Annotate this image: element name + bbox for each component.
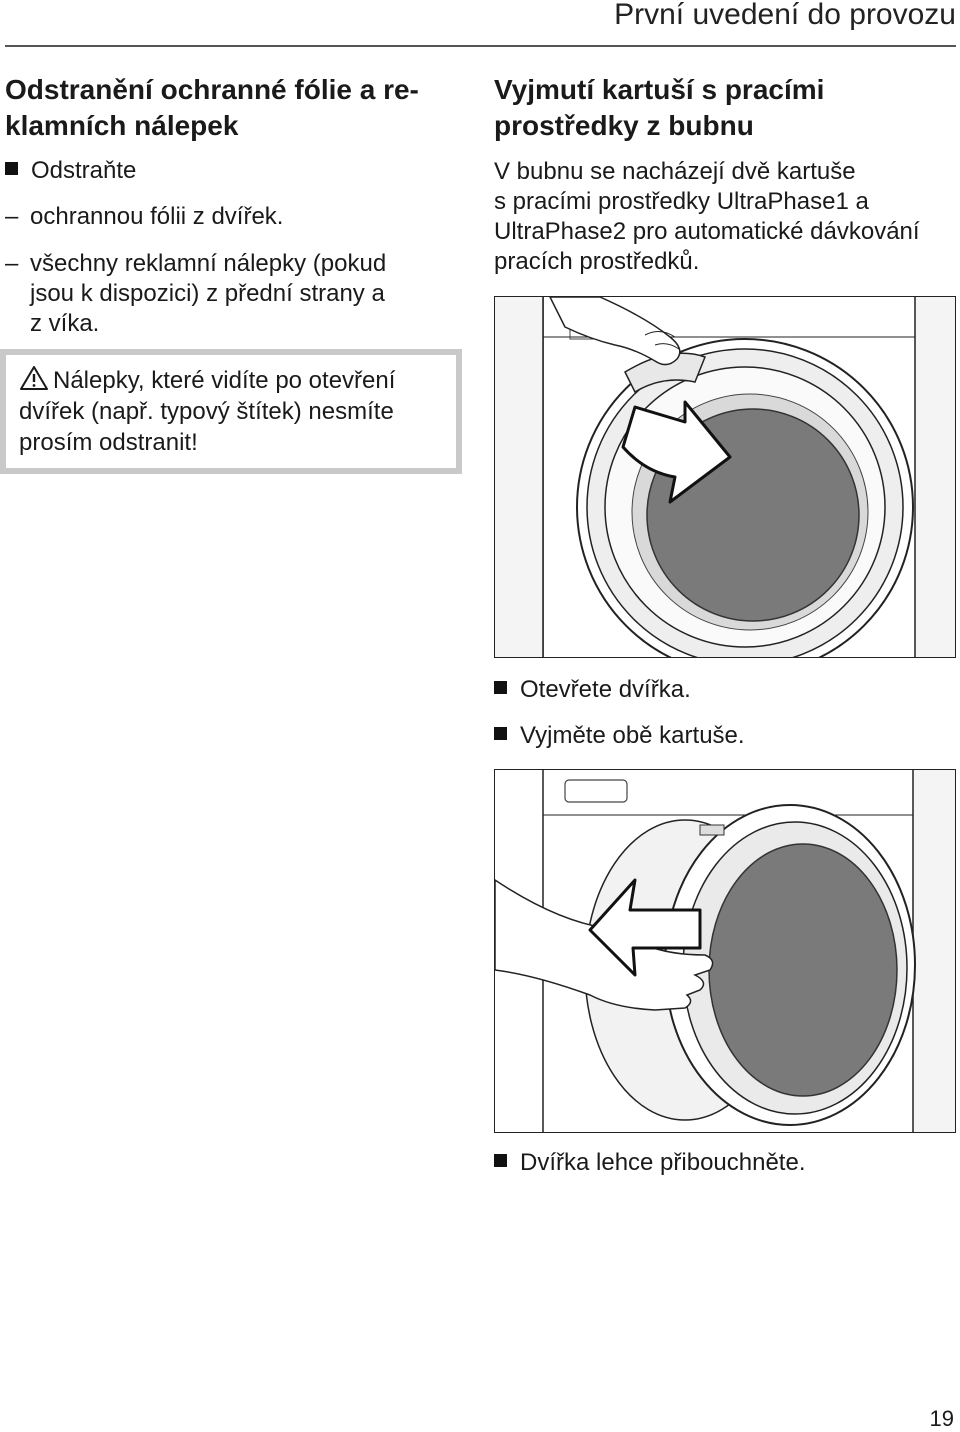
warning-box: Nálepky, které vidíte po otevření dvířek… bbox=[0, 349, 462, 474]
bullet-item-remove: Odstraňte bbox=[5, 156, 136, 186]
dash-text: ochrannou fólii z dvířek. bbox=[30, 203, 284, 230]
heading-line: Odstranění ochranné fólie a re- bbox=[5, 74, 419, 105]
warning-text: Nálepky, které vidíte po otevření dvířek… bbox=[19, 365, 395, 458]
bullet-text: Odstraňte bbox=[31, 157, 137, 184]
heading-line: klamních nálepek bbox=[5, 110, 239, 141]
dash-text: jsou k dispozici) z přední strany a bbox=[30, 280, 385, 307]
step-open-door: Otevřete dvířka. bbox=[494, 675, 691, 705]
page-header-title: První uvedení do provozu bbox=[614, 0, 956, 31]
page-number: 19 bbox=[929, 1406, 954, 1431]
step-text: Otevřete dvířka. bbox=[520, 676, 691, 703]
header-rule bbox=[5, 45, 956, 47]
warning-triangle-icon bbox=[20, 366, 48, 390]
illustration-close-door bbox=[494, 769, 956, 1133]
step-text: Dvířka lehce přibouchněte. bbox=[520, 1149, 806, 1176]
step-close-door: Dvířka lehce přibouchněte. bbox=[494, 1148, 806, 1178]
square-bullet-icon bbox=[494, 681, 507, 694]
step-remove-cartridges: Vyjměte obě kartuše. bbox=[494, 721, 745, 751]
square-bullet-icon bbox=[494, 1154, 507, 1167]
dash-text: z víka. bbox=[30, 310, 100, 337]
paragraph-line: s pracími prostředky UltraPhase1 a bbox=[494, 188, 869, 215]
warning-line: dvířek (např. typový štítek) nesmíte bbox=[19, 398, 394, 425]
illustration-open-door bbox=[494, 296, 956, 658]
heading-line: prostředky z bubnu bbox=[494, 110, 754, 141]
section-heading-remove-cartridges: Vyjmutí kartuší s pracími prostředky z b… bbox=[494, 72, 824, 144]
paragraph-line: V bubnu se nacházejí dvě kartuše bbox=[494, 158, 856, 185]
dash-text: všechny reklamní nálepky (pokud bbox=[30, 250, 387, 277]
paragraph-line: UltraPhase2 pro automatické dávkování bbox=[494, 218, 920, 245]
dash-symbol: – bbox=[5, 203, 19, 230]
warning-line: prosím odstranit! bbox=[19, 429, 198, 456]
heading-line: Vyjmutí kartuší s pracími bbox=[494, 74, 825, 105]
section-heading-remove-film: Odstranění ochranné fólie a re- klamních… bbox=[5, 72, 419, 144]
step-text: Vyjměte obě kartuše. bbox=[520, 722, 745, 749]
intro-paragraph: V bubnu se nacházejí dvě kartuše s prací… bbox=[494, 157, 920, 277]
square-bullet-icon bbox=[494, 727, 507, 740]
warning-line: Nálepky, které vidíte po otevření bbox=[53, 367, 396, 394]
square-bullet-icon bbox=[5, 162, 18, 175]
paragraph-line: pracích prostředků. bbox=[494, 248, 700, 275]
dash-symbol: – bbox=[5, 250, 19, 277]
